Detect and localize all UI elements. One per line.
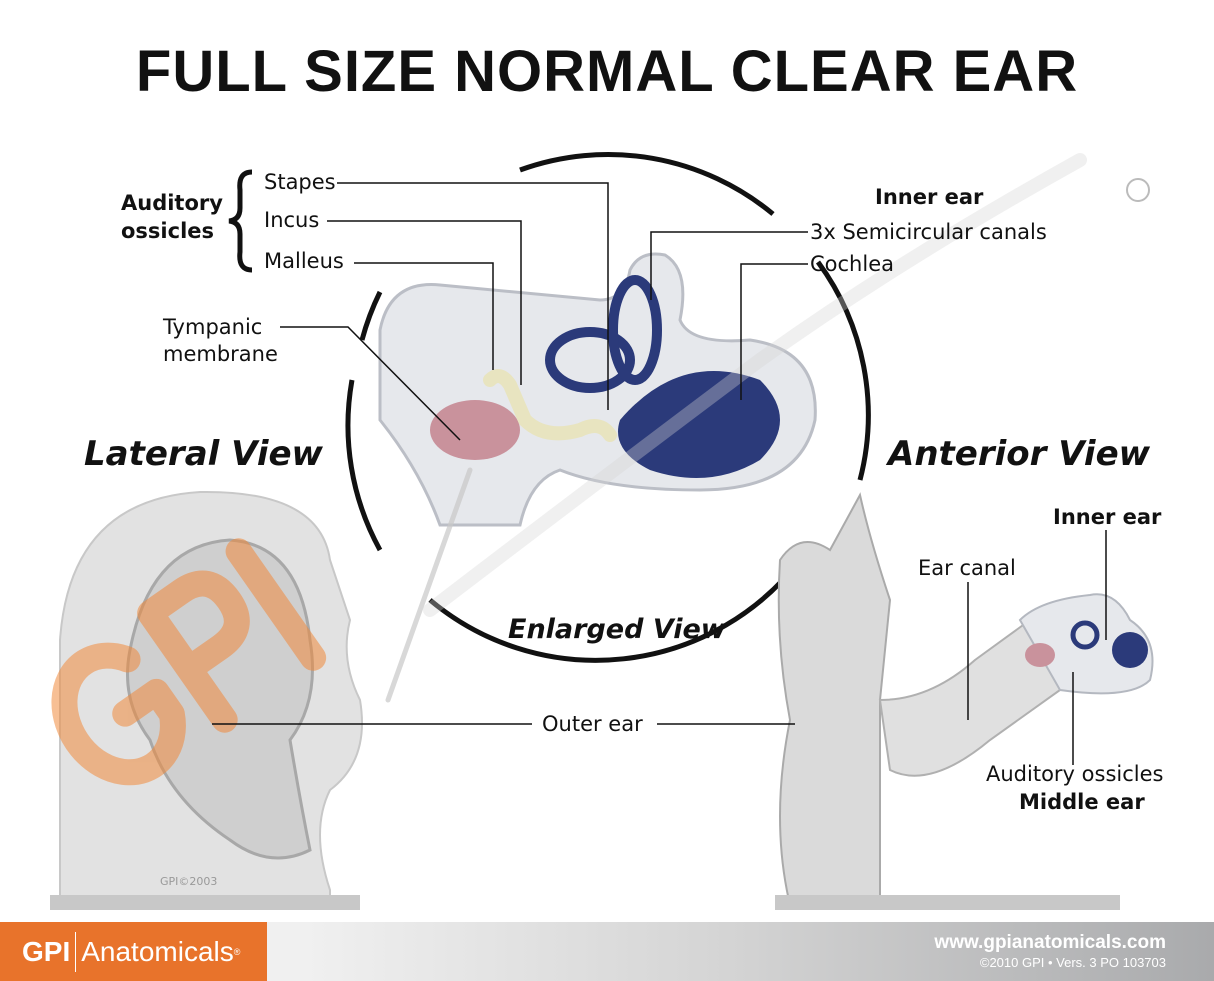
page-title: FULL SIZE NORMAL CLEAR EAR	[135, 39, 1079, 104]
logo-reg: ®	[233, 946, 241, 957]
label-cochlea: Cochlea	[810, 252, 894, 276]
auditory-ossicles-group-label: Auditory ossicles	[121, 189, 223, 245]
label-tympanic-membrane: Tympanic membrane	[163, 315, 278, 366]
logo-brand: GPI	[22, 935, 71, 967]
group-line1: Auditory	[121, 191, 223, 215]
leader-lines	[212, 182, 1107, 765]
copyright: ©2010 GPI • Vers. 3 PO 103703	[979, 955, 1166, 970]
logo-divider	[75, 931, 77, 972]
website-url: www.gpianatomicals.com	[934, 932, 1166, 953]
anterior-ear-model	[775, 492, 1154, 910]
label-malleus: Malleus	[264, 249, 344, 273]
tympanic-line1: Tympanic	[163, 315, 263, 339]
footer: GPI Anatomicals ® www.gpianatomicals.com…	[0, 922, 1214, 981]
group-line2: ossicles	[121, 219, 215, 243]
cochlea-model	[618, 371, 780, 478]
label-outer-ear: Outer ear	[542, 712, 643, 736]
enlarged-view-circle	[345, 151, 871, 663]
enlarged-ear-model	[378, 252, 817, 527]
ossicles-model	[483, 369, 617, 442]
label-semicircular-canals: 3x Semicircular canals	[810, 220, 1047, 244]
watermark-brand-logo	[51, 538, 327, 786]
label-incus: Incus	[264, 208, 320, 232]
watermark-divider	[385, 467, 473, 703]
tympanic-membrane-model	[430, 400, 520, 460]
diagram-art: GPI©2003	[50, 151, 1154, 910]
lateral-view-heading: Lateral View	[84, 434, 323, 474]
logo-name: Anatomicals	[81, 935, 234, 967]
watermark-reg-mark	[1126, 178, 1150, 202]
brace-icon	[228, 169, 253, 273]
tympanic-line2: membrane	[163, 342, 278, 366]
watermark	[51, 153, 1150, 786]
label-ear-canal: Ear canal	[918, 556, 1016, 580]
anterior-view-heading: Anterior View	[888, 434, 1151, 474]
label-inner-ear-enlarged: Inner ear	[875, 185, 984, 209]
model-stamp: GPI©2003	[160, 875, 217, 888]
label-inner-ear-anterior: Inner ear	[1053, 505, 1162, 529]
semicircular-canals-model	[545, 327, 635, 393]
watermark-name-shape	[423, 153, 1087, 617]
label-stapes: Stapes	[264, 170, 336, 194]
footer-logo: GPI Anatomicals ®	[0, 922, 267, 981]
label-middle-ear: Middle ear	[1019, 790, 1145, 814]
label-auditory-ossicles: Auditory ossicles	[986, 762, 1164, 786]
enlarged-view-heading: Enlarged View	[508, 614, 726, 645]
